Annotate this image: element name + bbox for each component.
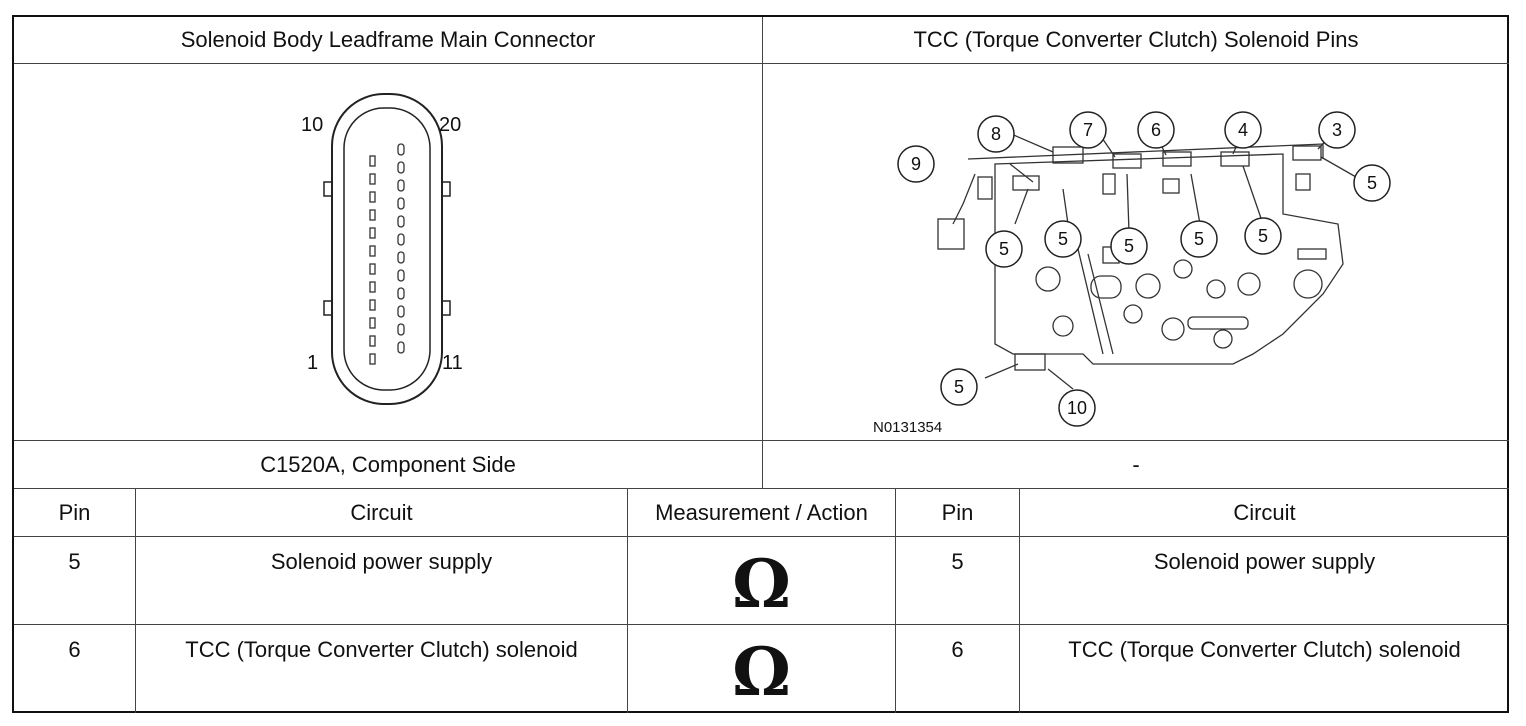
table-cell-circuit: TCC (Torque Converter Clutch) solenoid — [185, 637, 578, 662]
solenoid-body-drawing: 8 7 6 4 3 9 5 5 5 5 5 5 5 10 — [897, 111, 1391, 427]
callout-9: 9 — [911, 154, 921, 174]
connector-diagram: 10 20 1 11 — [14, 64, 762, 440]
divider — [762, 17, 763, 488]
callout-7: 7 — [1083, 120, 1093, 140]
table-cell-pin: 6 — [68, 637, 81, 662]
col-header-pin: Pin — [58, 499, 91, 525]
divider — [14, 63, 1509, 64]
connector-drawing — [323, 93, 451, 405]
callout-5: 5 — [1367, 173, 1377, 193]
ohm-icon: Ω — [732, 544, 791, 623]
table-cell-pin: 6 — [951, 637, 964, 662]
divider — [895, 488, 896, 713]
caption-right: - — [1132, 451, 1140, 477]
figure-id: N0131354 — [873, 419, 943, 436]
col-header-circuit: Circuit — [350, 499, 413, 525]
solenoid-diagram: 8 7 6 4 3 9 5 5 5 5 5 5 5 10 N0131354 — [763, 64, 1509, 440]
callout-5: 5 — [1194, 229, 1204, 249]
callout-5: 5 — [1124, 236, 1134, 256]
pin-label-10: 10 — [301, 114, 324, 136]
ohm-icon: Ω — [732, 633, 791, 711]
divider — [14, 624, 1509, 625]
divider — [14, 536, 1509, 537]
callout-4: 4 — [1238, 120, 1248, 140]
callout-10: 10 — [1067, 398, 1087, 418]
col-header-measurement: Measurement / Action — [655, 499, 868, 525]
caption-left: C1520A, Component Side — [260, 451, 516, 477]
divider — [627, 488, 628, 713]
callout-5: 5 — [1058, 229, 1068, 249]
table-cell-circuit: TCC (Torque Converter Clutch) solenoid — [1068, 637, 1461, 662]
table-cell-circuit: Solenoid power supply — [1153, 549, 1376, 574]
callout-5: 5 — [954, 377, 964, 397]
callout-3: 3 — [1332, 120, 1342, 140]
header-left: Solenoid Body Leadframe Main Connector — [180, 27, 596, 52]
callout-8: 8 — [991, 124, 1001, 144]
callout-5: 5 — [1258, 226, 1268, 246]
table-cell-pin: 5 — [68, 549, 81, 574]
divider — [135, 488, 136, 713]
callout-6: 6 — [1151, 120, 1161, 140]
col-header-circuit: Circuit — [1233, 499, 1296, 525]
table-cell-pin: 5 — [951, 549, 964, 574]
pin-label-11: 11 — [442, 352, 463, 374]
header-right: TCC (Torque Converter Clutch) Solenoid P… — [913, 27, 1359, 52]
divider — [1019, 488, 1020, 713]
divider — [14, 488, 1509, 489]
pin-label-1: 1 — [307, 352, 319, 374]
col-header-pin: Pin — [941, 499, 974, 525]
divider — [14, 440, 1509, 441]
pin-label-20: 20 — [439, 114, 462, 136]
pinout-table: Solenoid Body Leadframe Main Connector T… — [12, 15, 1509, 713]
table-cell-circuit: Solenoid power supply — [270, 549, 493, 574]
callout-5: 5 — [999, 239, 1009, 259]
